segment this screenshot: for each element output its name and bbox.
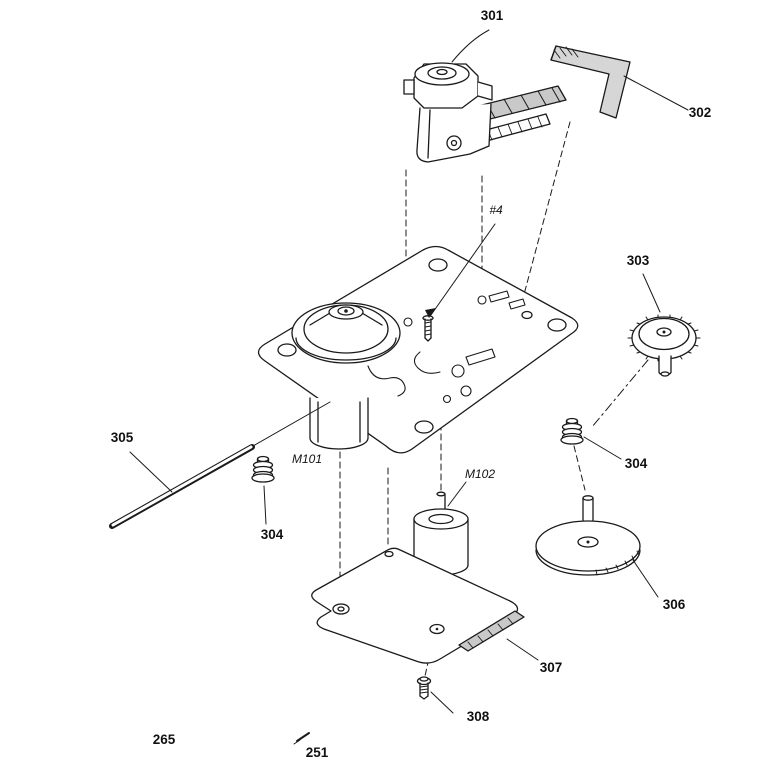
- bracket-302: [550, 45, 631, 119]
- motor-m101: [309, 397, 369, 450]
- label-307: 307: [540, 660, 563, 675]
- screw-308: [416, 676, 432, 700]
- base-plate-307: [311, 547, 525, 664]
- label-306: 306: [663, 597, 686, 612]
- pin-251: [293, 732, 310, 745]
- pulley-306: [535, 495, 641, 576]
- label-265: 265: [153, 732, 176, 747]
- screw-number4: [422, 315, 434, 342]
- label-251: 251: [306, 745, 329, 760]
- label-305: 305: [111, 430, 134, 445]
- chassis-plate: [257, 245, 579, 454]
- label-308: 308: [467, 709, 490, 724]
- turntable: [291, 302, 401, 364]
- label-m102: M102: [465, 467, 495, 481]
- grommet-304-right: [560, 417, 584, 445]
- motor-assembly-301: [403, 62, 567, 163]
- label-301: 301: [481, 8, 504, 23]
- grommet-304-left: [251, 455, 275, 483]
- label-screw-ref: #4: [489, 203, 503, 217]
- label-302: 302: [689, 105, 712, 120]
- gear-303: [627, 314, 701, 377]
- motor-m102: [413, 491, 469, 576]
- labels: 301 302 #4 303 304 305 304 M101 M102 306…: [111, 8, 712, 760]
- mechanism-detail: [367, 290, 526, 404]
- leader-lines: [129, 29, 689, 714]
- label-304-right: 304: [625, 456, 648, 471]
- label-303: 303: [627, 253, 650, 268]
- guide-shaft-305: [109, 401, 331, 529]
- label-304-left: 304: [261, 527, 284, 542]
- label-m101: M101: [292, 452, 322, 466]
